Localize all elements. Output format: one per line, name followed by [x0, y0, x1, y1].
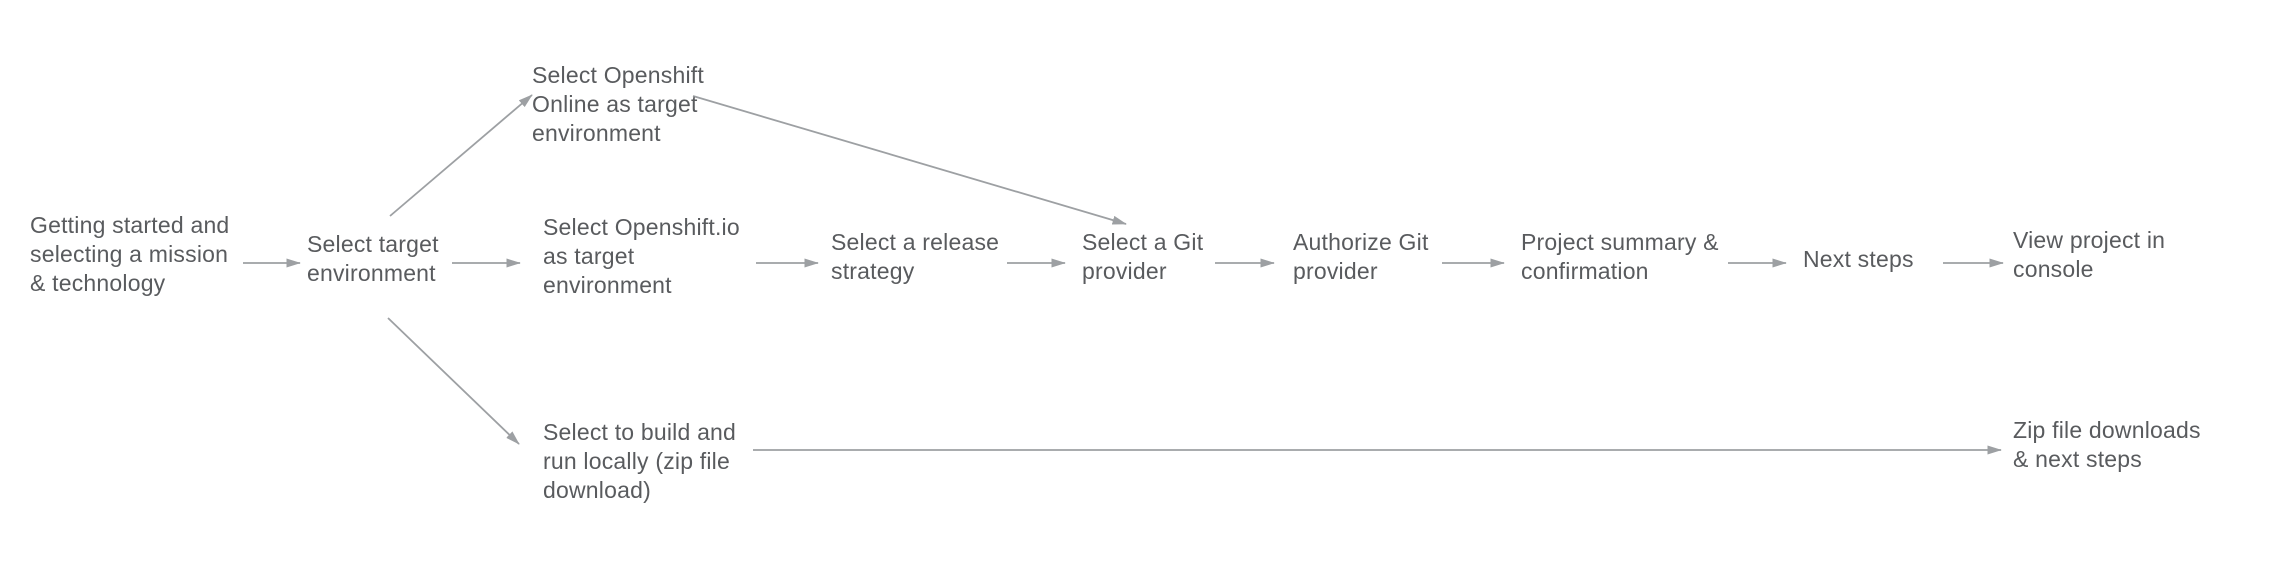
node-select-git-provider: Select a Git provider — [1082, 228, 1203, 286]
node-line: & next steps — [2013, 446, 2142, 472]
node-line: Select Openshift — [532, 62, 704, 88]
node-line: Select target — [307, 231, 439, 257]
node-line: & technology — [30, 270, 166, 296]
node-project-summary-confirmation: Project summary & confirmation — [1521, 228, 1719, 286]
arrow-select-target-environment-to-select-openshift-online — [389, 94, 533, 217]
node-line: provider — [1082, 258, 1167, 284]
node-view-project-in-console: View project in console — [2013, 226, 2165, 284]
node-select-openshift-online: Select Openshift Online as target enviro… — [532, 61, 704, 148]
node-line: environment — [532, 120, 661, 146]
node-line: console — [2013, 256, 2094, 282]
node-select-openshift-io: Select Openshift.io as target environmen… — [543, 213, 740, 300]
node-next-steps: Next steps — [1803, 245, 1914, 274]
node-line: Select Openshift.io — [543, 214, 740, 240]
node-line: Online as target — [532, 91, 698, 117]
node-line: download) — [543, 477, 651, 503]
node-line: Getting started and — [30, 212, 230, 238]
node-line: Authorize Git — [1293, 229, 1429, 255]
node-select-release-strategy: Select a release strategy — [831, 228, 999, 286]
node-line: Zip file downloads — [2013, 417, 2201, 443]
node-build-run-locally: Select to build and run locally (zip fil… — [543, 418, 736, 505]
node-line: strategy — [831, 258, 915, 284]
node-authorize-git-provider: Authorize Git provider — [1293, 228, 1429, 286]
node-select-target-environment: Select target environment — [307, 230, 439, 288]
node-zip-file-downloads: Zip file downloads & next steps — [2013, 416, 2201, 474]
node-line: selecting a mission — [30, 241, 229, 267]
node-line: environment — [543, 272, 672, 298]
node-line: environment — [307, 260, 436, 286]
node-line: Project summary & — [1521, 229, 1719, 255]
node-getting-started: Getting started and selecting a mission … — [30, 211, 229, 298]
node-line: provider — [1293, 258, 1378, 284]
node-line: run locally (zip file — [543, 448, 730, 474]
node-line: Select a release — [831, 229, 1000, 255]
node-line: as target — [543, 243, 635, 269]
node-line: Next steps — [1803, 246, 1914, 272]
arrow-select-target-environment-to-build-run-locally — [387, 317, 520, 445]
node-line: confirmation — [1521, 258, 1649, 284]
arrow-select-openshift-online-to-select-git-provider — [692, 95, 1127, 225]
node-line: Select to build and — [543, 419, 737, 445]
node-line: Select a Git — [1082, 229, 1204, 255]
node-line: View project in — [2013, 227, 2166, 253]
